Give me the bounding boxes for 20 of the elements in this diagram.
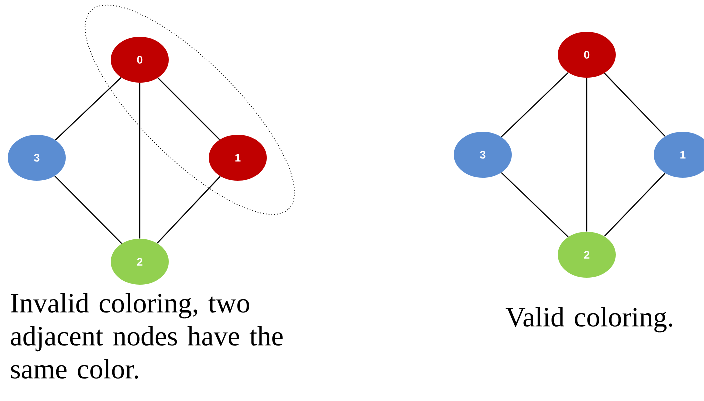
graph-node: 0: [558, 32, 616, 78]
edge-line: [54, 176, 122, 244]
graph-node: 3: [454, 132, 512, 178]
edge-line: [157, 176, 221, 244]
edge-line: [501, 172, 569, 238]
edge-line: [604, 73, 666, 137]
edge-line: [586, 78, 588, 232]
graph-node: 0: [111, 37, 169, 83]
graph-node: 2: [111, 239, 169, 285]
caption-text: Valid coloring.: [506, 307, 673, 333]
graph-node: 1: [654, 132, 704, 178]
caption-text: Invalid coloring, two adjacent nodes have the same color.: [11, 293, 283, 379]
graph-node: 1: [209, 135, 267, 181]
graph-node: 2: [558, 232, 616, 278]
graph-node: 3: [8, 135, 66, 181]
edge-line: [55, 77, 122, 141]
edge-line: [139, 83, 141, 239]
edge-line: [501, 72, 569, 138]
edge-line: [604, 173, 666, 237]
edge-line: [158, 78, 220, 140]
